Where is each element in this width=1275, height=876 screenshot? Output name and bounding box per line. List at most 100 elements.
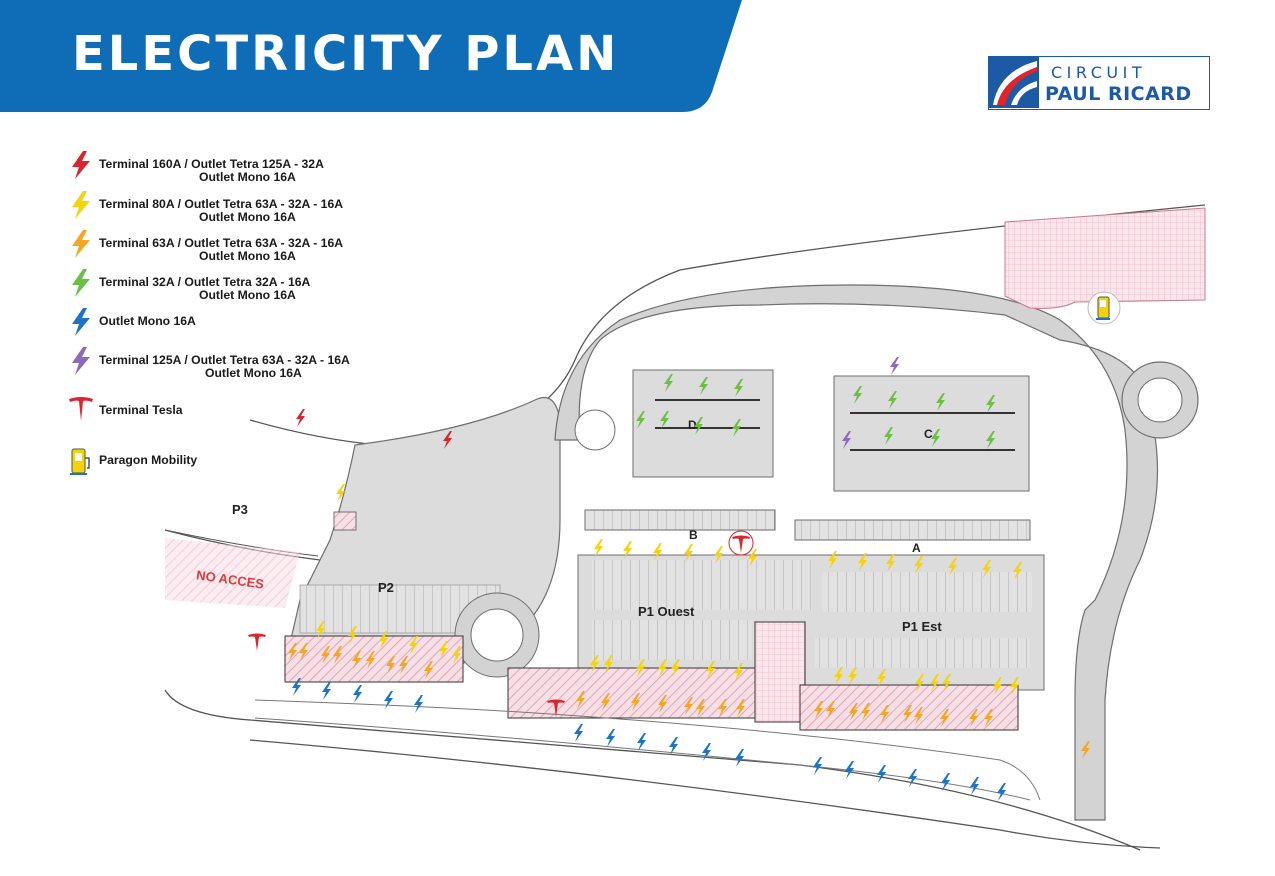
green-lightning-icon	[732, 419, 741, 437]
blue-lightning-icon	[384, 691, 393, 709]
green-lightning-icon	[931, 429, 940, 447]
green-lightning-icon	[936, 393, 945, 411]
label-p3: P3	[232, 502, 248, 517]
legend-line1: Terminal 125A / Outlet Tetra 63A - 32A -…	[99, 353, 350, 367]
yellow-lightning-icon	[982, 560, 991, 578]
yellow-lightning-icon	[914, 556, 923, 574]
yellow-lightning-icon	[348, 626, 357, 644]
no-access-area	[165, 538, 300, 608]
tesla-logo-icon	[732, 535, 750, 553]
legend-line2: Outlet Mono 16A	[199, 170, 296, 184]
roads	[554, 284, 1199, 821]
yellow-lightning-icon	[684, 544, 693, 562]
blue-lightning-icon	[322, 682, 331, 700]
yellow-lightning-icon	[439, 641, 448, 659]
label-zone-d: D	[688, 418, 697, 432]
yellow-lightning-icon	[72, 191, 90, 219]
label-p1-est: P1 Est	[902, 619, 942, 634]
orange-lightning-icon	[366, 651, 375, 669]
yellow-lightning-icon	[409, 636, 418, 654]
site-map: P3 P2 NO ACCES P1 Ouest P1 Est A B C D	[164, 204, 1206, 851]
tesla-logo-icon	[547, 699, 565, 717]
blue-lightning-icon	[813, 757, 822, 775]
orange-lightning-icon	[576, 691, 585, 709]
pit-lane	[254, 699, 1041, 801]
legend-line2: Outlet Mono 16A	[205, 366, 302, 380]
orange-lightning-icon	[940, 709, 949, 727]
tesla-marker	[248, 530, 754, 717]
yellow-lightning-icon	[828, 551, 837, 569]
yellow-lightning-icon	[714, 546, 723, 564]
legend-line1: Terminal 80A / Outlet Tetra 63A - 32A - …	[99, 197, 344, 211]
green-lightning-icon	[888, 391, 897, 409]
red-lightning-icon	[443, 431, 452, 449]
blue-lightning-icon	[845, 761, 854, 779]
legend-line1: Paragon Mobility	[99, 453, 198, 467]
yellow-lightning-icon	[942, 674, 951, 692]
yellow-lightning-icon	[658, 659, 667, 677]
blue-lightning-icon	[997, 783, 1006, 801]
yellow-lightning-icon	[336, 484, 345, 502]
blue-lightning-icon	[637, 733, 646, 751]
tesla-logo-icon	[248, 633, 266, 651]
yellow-lightning-icon	[706, 661, 715, 679]
zone-a-stalls	[794, 519, 1031, 541]
legend-line1: Terminal Tesla	[99, 403, 183, 417]
orange-lightning-icon	[399, 656, 408, 674]
green-lightning-icon	[72, 269, 90, 297]
blue-lightning-icon	[941, 773, 950, 791]
purple-lightning-icon	[890, 357, 899, 375]
paragon-charger-icon	[70, 448, 90, 475]
orange-lightning-icon	[321, 646, 330, 664]
yellow-lightning-icon	[316, 621, 325, 639]
orange-lightning-icon	[424, 661, 433, 679]
blue-lightning-icon	[877, 765, 886, 783]
label-zone-b: B	[689, 528, 698, 542]
legend-line2: Outlet Mono 16A	[199, 210, 296, 224]
orange-lightning-icon	[984, 709, 993, 727]
yellow-lightning-icon	[748, 549, 757, 567]
blue-lightning-icon	[735, 749, 744, 767]
p2-kiosk	[333, 511, 357, 531]
orange-lightning-icon	[736, 699, 745, 717]
blue-lightning-icon	[72, 308, 90, 336]
zone-b-stalls	[584, 509, 776, 531]
orange-lightning-icon	[386, 656, 395, 674]
yellow-lightning-icon	[604, 655, 613, 673]
top-right-building	[1004, 207, 1206, 309]
p1-est-stalls-upper	[822, 572, 1032, 612]
label-p1-ouest: P1 Ouest	[638, 604, 695, 619]
round-structure	[574, 409, 616, 451]
orange-lightning-icon	[72, 230, 90, 258]
orange-lightning-icon	[333, 646, 342, 664]
blue-lightning-icon	[353, 685, 362, 703]
yellow-lightning-icon	[671, 659, 680, 677]
green-lightning-icon	[664, 374, 673, 392]
green-lightning-icon	[660, 411, 669, 429]
yellow-lightning-icon	[993, 677, 1002, 695]
yellow-lightning-icon	[452, 646, 461, 664]
blue-lightning-icon	[669, 737, 678, 755]
green-lightning-icon	[853, 386, 862, 404]
label-zone-c: C	[924, 427, 933, 441]
page-title: ELECTRICITY PLAN	[72, 26, 620, 82]
label-p2: P2	[378, 580, 394, 595]
yellow-lightning-icon	[1013, 562, 1022, 580]
boxes-center	[507, 667, 759, 719]
green-lightning-icon	[636, 411, 645, 429]
green-lightning-icon	[884, 427, 893, 445]
yellow-lightning-icon	[848, 667, 857, 685]
blue-lightning-icon	[702, 743, 711, 761]
red-lightning-icon	[72, 151, 90, 179]
legend-line1: Terminal 32A / Outlet Tetra 32A - 16A	[99, 275, 311, 289]
legend-line2: Outlet Mono 16A	[199, 288, 296, 302]
paragon-charger-marker	[1087, 291, 1121, 325]
yellow-lightning-icon	[858, 553, 867, 571]
blue-lightning-icon	[606, 729, 615, 747]
yellow-lightning-icon	[877, 669, 886, 687]
yellow-lightning-icon	[930, 674, 939, 692]
logo-line2: PAUL RICARD	[1045, 83, 1192, 105]
yellow-lightning-icon	[948, 558, 957, 576]
header-banner	[0, 0, 742, 112]
